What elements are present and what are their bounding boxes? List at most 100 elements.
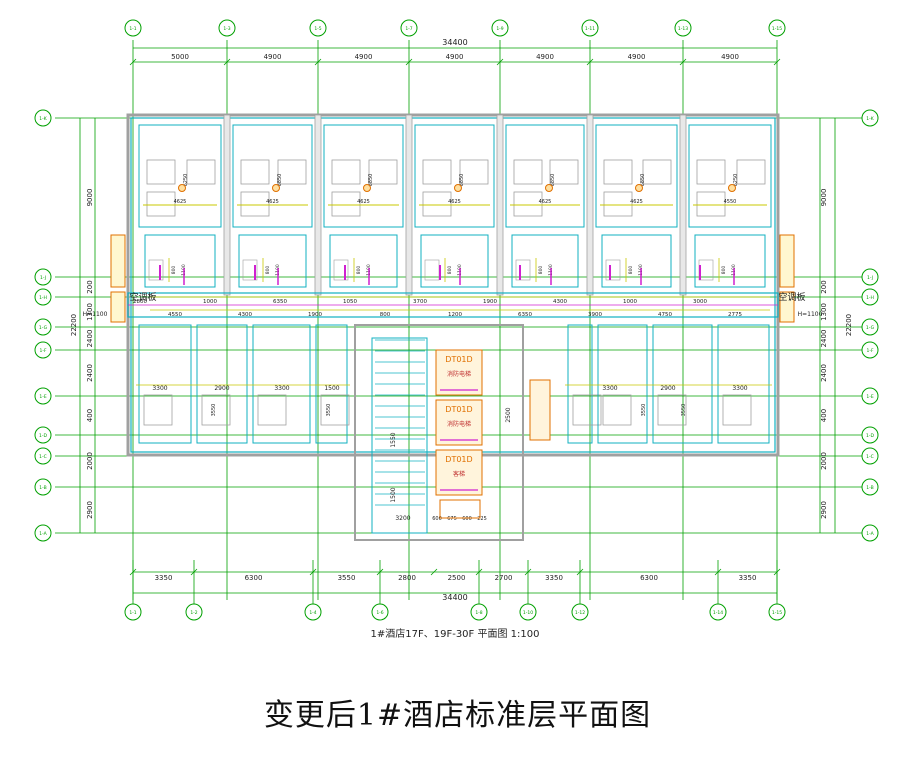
room-depth-6: 6250 [733,174,739,187]
left-dim-1: 200 [86,280,94,293]
bottom-axis-label-5: 1-10 [523,610,533,616]
bottom-axis-bubble-7 [709,603,727,621]
lower-room-dim-2: 3300 [274,385,289,392]
bath-dim-a-3: 800 [447,266,453,275]
bottom-axis-label-6: 1-12 [575,610,585,616]
right-dim-3: 2400 [820,330,828,348]
top-tick-4 [496,58,504,66]
corridor-dim-15: 4750 [658,312,672,318]
bottom-axis-bubble-2 [304,603,322,621]
elevator-note-1: 消防电梯 [447,420,471,428]
left-axis-label-0: 1-K [39,116,47,122]
room-width-2: 4625 [357,199,370,205]
bath-top-1 [238,234,307,288]
toilet-top-5 [605,259,621,281]
corridor-dim-1: 4550 [168,312,182,318]
left-dim-2: 1300 [86,303,94,321]
top-tick-6 [679,58,687,66]
bottom-axis-label-1: 1-2 [190,610,197,616]
top-axis-bubble-4 [491,19,509,37]
bed-low-left-0 [143,394,173,426]
corridor-dim-2: 1000 [203,299,217,305]
core-dim-4: 225 [477,516,487,522]
room-top-5 [595,124,678,228]
elevator-1 [435,399,483,446]
core-lobby [439,499,481,519]
room-low-left-0 [138,324,192,444]
toilet-top-0 [148,259,164,281]
bottom-dim-2: 3550 [338,574,356,582]
bottom-axis-label-2: 1-4 [309,610,316,616]
elevator-note-0: 消防电梯 [447,370,471,378]
top-dim-2: 4900 [355,53,373,61]
top-tick-2 [314,58,322,66]
bed-top-b-3 [422,191,452,217]
ac-label-right: 空调板 [778,291,805,303]
bath-dim-a-6: 800 [721,266,727,275]
corridor-dim-16: 3000 [693,299,707,305]
corridor-dim-8: 3700 [413,299,427,305]
room-top-2 [323,124,404,228]
bottom-tick-4 [430,568,438,576]
left-dim-0: 9000 [86,189,94,207]
corridor-dim-0: 2800 [133,299,147,305]
top-tick-7 [773,58,781,66]
room-depth-5: 6850 [640,174,646,187]
right-axis-label-2: 1-H [866,295,874,301]
elevator-2 [435,449,483,496]
corridor-dim-7: 800 [380,312,391,318]
core-dim-3: 600 [462,516,472,522]
bottom-dim-6: 3350 [545,574,563,582]
corridor-dim-10: 1900 [483,299,497,305]
room-width-5: 4625 [630,199,643,205]
h-note-right: H=1100 [798,311,823,318]
bed-top-a-4 [513,159,543,185]
bath-top-4 [511,234,579,288]
lower-room-dim-7: 2900 [660,385,675,392]
core-dim-5: 1550 [390,432,397,447]
lower-room-dim-0: 3300 [152,385,167,392]
room-low-left-2 [252,324,311,444]
top-tick-0 [129,58,137,66]
top-axis-label-1: 1-3 [223,26,230,32]
left-dim-7: 2900 [86,501,94,519]
toilet-top-2 [333,259,349,281]
right-dim-4: 2400 [820,364,828,382]
bottom-overall-dim: 34400 [442,593,467,602]
top-axis-bubble-1 [218,19,236,37]
room-top-0 [138,124,222,228]
bottom-dim-4: 2500 [448,574,466,582]
top-axis-label-5: 1-11 [585,26,595,32]
right-axis-bubble-1 [861,268,879,286]
ac-label-left: 空调板 [129,291,156,303]
bed-top-a-5 [603,159,633,185]
lower-room-depth-2: 3550 [641,404,647,417]
elevator-label-0: DT01D [445,355,472,364]
bottom-axis-label-7: 1-14 [713,610,723,616]
bottom-axis-bubble-6 [571,603,589,621]
bath-top-3 [420,234,489,288]
left-overall-dim: 22200 [70,314,78,336]
right-axis-label-0: 1-K [866,116,874,122]
bed-top-a-1 [240,159,270,185]
room-low-right-0 [567,324,593,444]
bed-low-left-1 [201,394,231,426]
top-axis-label-4: 1-9 [496,26,503,32]
top-axis-bubble-5 [581,19,599,37]
room-depth-3: 6850 [459,174,465,187]
room-marker-4 [545,184,553,192]
bed-top-c-6 [736,159,766,185]
top-axis-label-3: 1-7 [405,26,412,32]
elevator-note-2: 客梯 [453,470,465,478]
top-tick-5 [586,58,594,66]
bed-top-a-3 [422,159,452,185]
corridor-dim-6: 1050 [343,299,357,305]
bottom-axis-label-0: 1-1 [129,610,136,616]
left-axis-bubble-7 [34,447,52,465]
left-axis-label-9: 1-A [39,531,47,537]
top-axis-bubble-0 [124,19,142,37]
top-axis-label-7: 1-15 [772,26,782,32]
bed-low-left-3 [320,394,350,426]
bed-top-b-2 [331,191,361,217]
bed-top-a-0 [146,159,176,185]
